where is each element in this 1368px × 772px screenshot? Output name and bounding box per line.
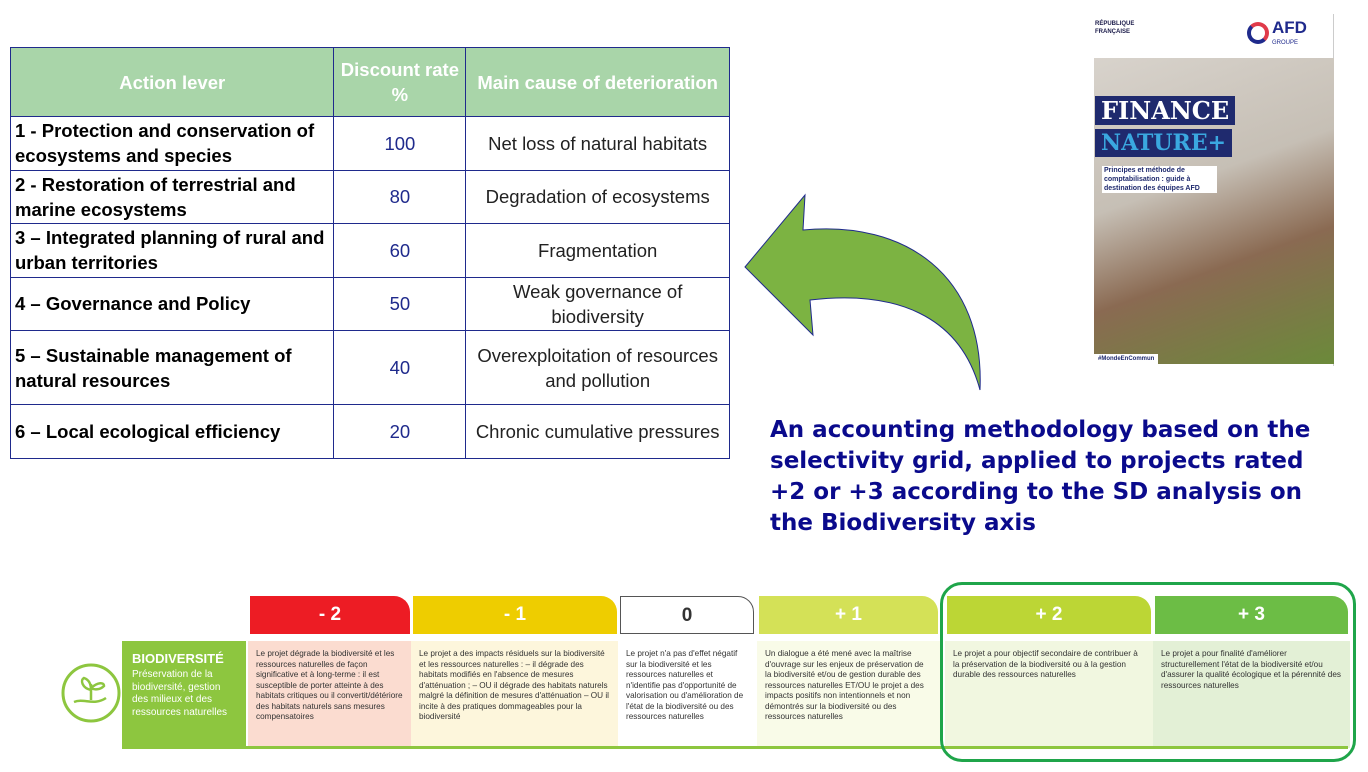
afd-ring-icon bbox=[1247, 21, 1269, 44]
lever-cell: 4 – Governance and Policy bbox=[9, 276, 335, 331]
cause-cell: Net loss of natural habitats bbox=[465, 116, 730, 171]
rate-cell: 60 bbox=[333, 223, 467, 278]
score-description: Le projet n'a pas d'effet négatif sur la… bbox=[618, 641, 756, 748]
lever-cell: 1 - Protection and conservation of ecosy… bbox=[9, 116, 335, 171]
table-row: 5 – Sustainable management of natural re… bbox=[9, 330, 730, 405]
score-tab: 0 bbox=[620, 596, 754, 634]
lever-cell: 2 - Restoration of terrestrial and marin… bbox=[9, 169, 335, 224]
lever-cell: 5 – Sustainable management of natural re… bbox=[9, 330, 335, 405]
rate-cell: 100 bbox=[333, 116, 467, 171]
header-main-cause: Main cause of deterioration bbox=[465, 47, 730, 117]
score-tab: + 2 bbox=[947, 596, 1151, 634]
score-tab: - 1 bbox=[413, 596, 617, 634]
cover-title-nature: NATURE+ bbox=[1095, 129, 1233, 157]
cover-subtitle: Principes et méthode de comptabilisation… bbox=[1102, 166, 1217, 193]
rate-cell: 40 bbox=[333, 330, 467, 405]
cause-cell: Degradation of ecosystems bbox=[465, 169, 730, 224]
highlight-outline bbox=[940, 582, 1356, 762]
cover-hashtag: #MondeEnCommun bbox=[1094, 354, 1159, 364]
action-lever-table: Action lever Discount rate % Main cause … bbox=[9, 47, 730, 459]
rate-cell: 80 bbox=[333, 169, 467, 224]
cause-cell: Overexploitation of resources and pollut… bbox=[465, 330, 730, 405]
biodiversity-category: BIODIVERSITÉ Préservation de la biodivers… bbox=[122, 641, 246, 748]
category-title: BIODIVERSITÉ bbox=[132, 651, 224, 666]
header-action-lever: Action lever bbox=[9, 47, 335, 117]
table-row: 3 – Integrated planning of rural and urb… bbox=[9, 223, 730, 278]
table-header-row: Action lever Discount rate % Main cause … bbox=[9, 47, 730, 117]
cover-title-finance: FINANCE bbox=[1095, 96, 1236, 125]
score-description: Le projet dégrade la biodiversité et les… bbox=[248, 641, 412, 748]
afd-logo-text: AFD bbox=[1272, 18, 1307, 37]
score-description: Le projet a des impacts résiduels sur la… bbox=[411, 641, 619, 748]
curved-arrow-icon bbox=[744, 193, 981, 391]
score-description: Le projet a pour finalité d'améliorer st… bbox=[1153, 641, 1350, 748]
category-description: Préservation de la biodiversité, gestion… bbox=[132, 669, 228, 718]
header-discount-rate: Discount rate % bbox=[333, 47, 467, 117]
lever-cell: 6 – Local ecological efficiency bbox=[9, 404, 335, 459]
rate-cell: 50 bbox=[333, 276, 467, 331]
cause-cell: Chronic cumulative pressures bbox=[465, 404, 730, 459]
finance-nature-cover: RÉPUBLIQUE FRANÇAISE AFD GROUPE FINANCE N… bbox=[1092, 14, 1334, 366]
afd-groupe-text: GROUPE bbox=[1272, 40, 1299, 46]
methodology-caption: An accounting methodology based on the s… bbox=[770, 417, 1311, 536]
table-row: 2 - Restoration of terrestrial and marin… bbox=[9, 169, 730, 224]
lever-cell: 3 – Integrated planning of rural and urb… bbox=[9, 223, 335, 278]
cause-cell: Fragmentation bbox=[465, 223, 730, 278]
rate-cell: 20 bbox=[333, 404, 467, 459]
grid-baseline bbox=[122, 746, 1348, 749]
republique-francaise-logo: RÉPUBLIQUE FRANÇAISE bbox=[1095, 21, 1135, 35]
score-tab: - 2 bbox=[250, 596, 410, 634]
table-row: 1 - Protection and conservation of ecosy… bbox=[9, 116, 730, 171]
score-tab: + 1 bbox=[759, 596, 938, 634]
score-description: Le projet a pour objectif secondaire de … bbox=[945, 641, 1153, 748]
score-tab: + 3 bbox=[1155, 596, 1348, 634]
cause-cell: Weak governance of biodiversity bbox=[465, 276, 730, 331]
plant-in-hand-icon bbox=[61, 663, 121, 723]
score-description: Un dialogue a été mené avec la maîtrise … bbox=[757, 641, 940, 748]
afd-logo: AFD GROUPE bbox=[1247, 18, 1307, 47]
